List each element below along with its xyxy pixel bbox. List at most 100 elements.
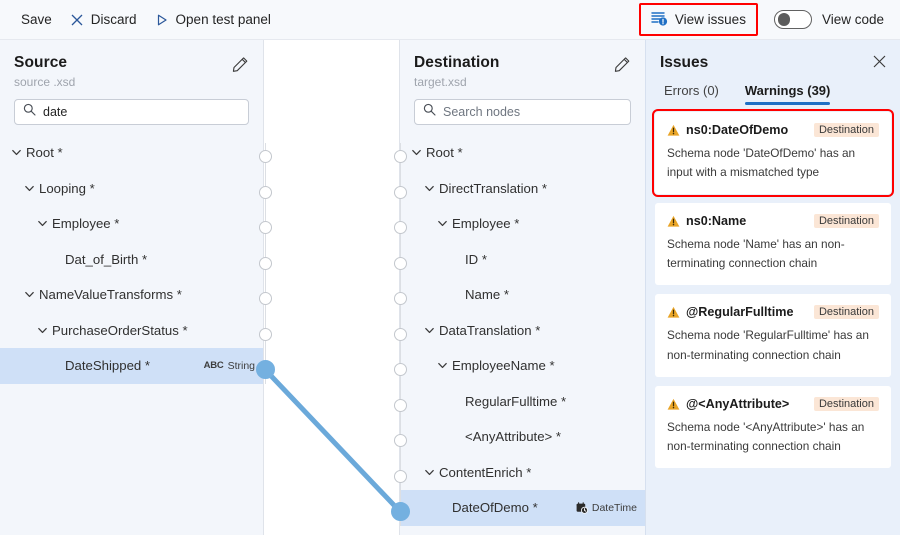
destination-title: Destination bbox=[414, 54, 500, 71]
source-node-row[interactable]: Dat_of_Birth * bbox=[0, 242, 263, 278]
view-issues-button[interactable]: View issues bbox=[647, 8, 750, 31]
warning-triangle-icon bbox=[667, 214, 680, 228]
destination-connector-handle[interactable] bbox=[393, 327, 407, 341]
issue-description: Schema node '<AnyAttribute>' has an non-… bbox=[667, 419, 865, 453]
destination-node-row[interactable]: EmployeeName * bbox=[400, 348, 645, 384]
source-connector-handle[interactable] bbox=[258, 327, 272, 341]
source-connector-handle[interactable] bbox=[255, 360, 275, 379]
destination-connector-handle[interactable] bbox=[393, 150, 407, 163]
destination-subtitle: target.xsd bbox=[414, 75, 467, 89]
chevron-down-icon[interactable] bbox=[436, 217, 449, 230]
destination-node-row[interactable]: <AnyAttribute> * bbox=[400, 419, 645, 455]
destination-panel: Destination target.xsd Root *DirectTrans… bbox=[399, 40, 645, 535]
issue-description: Schema node 'Name' has an non-terminatin… bbox=[667, 237, 845, 271]
issue-description: Schema node 'DateOfDemo' has an input wi… bbox=[667, 146, 856, 180]
destination-connector-handle[interactable] bbox=[393, 256, 407, 270]
destination-connector-handle[interactable] bbox=[393, 185, 407, 199]
warning-triangle-icon bbox=[667, 123, 680, 137]
destination-node-row[interactable]: Name * bbox=[400, 277, 645, 313]
destination-connector-handle[interactable] bbox=[393, 434, 407, 447]
source-node-label: DateShipped * bbox=[65, 358, 151, 374]
destination-node-row[interactable]: ID * bbox=[400, 242, 645, 278]
source-connector-handle[interactable] bbox=[258, 221, 272, 234]
destination-node-row[interactable]: ContentEnrich * bbox=[400, 455, 645, 491]
destination-node-row[interactable]: DirectTranslation * bbox=[400, 171, 645, 207]
destination-node-type-label: DateTime bbox=[591, 501, 637, 514]
issues-tab[interactable]: Warnings (39) bbox=[744, 83, 831, 105]
close-icon[interactable] bbox=[872, 54, 887, 74]
save-button[interactable]: Save bbox=[12, 6, 61, 34]
chevron-down-icon[interactable] bbox=[423, 182, 436, 195]
destination-connector-handle[interactable] bbox=[390, 502, 410, 521]
destination-edit-pencil-icon[interactable] bbox=[614, 56, 631, 78]
destination-search-box[interactable] bbox=[414, 99, 631, 125]
destination-node-row[interactable]: Root * bbox=[400, 135, 645, 171]
view-issues-label: View issues bbox=[674, 12, 746, 27]
chevron-down-icon[interactable] bbox=[10, 146, 23, 159]
issue-description: Schema node 'RegularFulltime' has an non… bbox=[667, 328, 869, 362]
warning-triangle-icon bbox=[667, 397, 680, 411]
chevron-down-icon[interactable] bbox=[23, 288, 36, 301]
destination-connector-handle[interactable] bbox=[393, 363, 407, 376]
issue-node-name: @<AnyAttribute> bbox=[686, 396, 790, 411]
chevron-down-icon[interactable] bbox=[423, 324, 436, 337]
save-label: Save bbox=[21, 12, 52, 27]
destination-node-label: <AnyAttribute> * bbox=[465, 429, 562, 445]
source-edit-pencil-icon[interactable] bbox=[232, 56, 249, 78]
source-connector-handle[interactable] bbox=[258, 292, 272, 305]
source-node-row[interactable]: NameValueTransforms * bbox=[0, 277, 263, 313]
chevron-down-icon[interactable] bbox=[23, 182, 36, 195]
destination-node-label: Employee * bbox=[452, 216, 520, 232]
destination-node-row[interactable]: DataTranslation * bbox=[400, 313, 645, 349]
open-test-panel-button[interactable]: Open test panel bbox=[146, 6, 280, 34]
mapping-canvas[interactable] bbox=[264, 40, 399, 535]
play-triangle-icon bbox=[155, 13, 169, 27]
destination-connector-handle[interactable] bbox=[393, 469, 407, 483]
destination-search-input[interactable] bbox=[443, 105, 622, 119]
issues-tab-bar: Errors (0) Warnings (39) bbox=[646, 83, 900, 105]
view-issues-highlight-box: View issues bbox=[638, 3, 758, 36]
source-node-row[interactable]: Root * bbox=[0, 135, 263, 171]
source-panel-header: Source source .xsd bbox=[0, 40, 263, 89]
chevron-down-icon[interactable] bbox=[36, 324, 49, 337]
chevron-down-icon[interactable] bbox=[423, 466, 436, 479]
source-node-label: Root * bbox=[26, 145, 63, 161]
source-connector-handle[interactable] bbox=[258, 256, 272, 270]
chevron-down-icon[interactable] bbox=[36, 217, 49, 230]
discard-button[interactable]: Discard bbox=[61, 6, 146, 34]
destination-node-row[interactable]: Employee * bbox=[400, 206, 645, 242]
destination-node-label: RegularFulltime * bbox=[465, 393, 567, 409]
destination-connector-handle[interactable] bbox=[393, 292, 407, 305]
toggle-knob bbox=[777, 13, 791, 26]
source-node-row[interactable]: Employee * bbox=[0, 206, 263, 242]
view-code-toggle[interactable] bbox=[773, 10, 812, 29]
source-search-input[interactable] bbox=[43, 105, 240, 119]
source-search-box[interactable] bbox=[14, 99, 249, 125]
destination-node-row[interactable]: RegularFulltime * bbox=[400, 384, 645, 420]
destination-node-row[interactable]: DateOfDemo * DateTime bbox=[400, 490, 645, 526]
issues-tab[interactable]: Errors (0) bbox=[664, 83, 719, 98]
source-panel: Source source .xsd Root * Looping * Employ… bbox=[0, 40, 264, 535]
source-node-row[interactable]: Looping * bbox=[0, 171, 263, 207]
destination-connector-handle[interactable] bbox=[393, 398, 407, 412]
source-subtitle: source .xsd bbox=[14, 75, 76, 89]
source-node-row[interactable]: PurchaseOrderStatus * bbox=[0, 313, 263, 349]
source-node-label: PurchaseOrderStatus * bbox=[52, 322, 188, 338]
close-x-icon bbox=[70, 13, 84, 27]
source-node-label: Employee * bbox=[52, 216, 120, 232]
destination-node-type-badge: DateTime bbox=[576, 502, 637, 514]
chevron-down-icon[interactable] bbox=[436, 359, 449, 372]
destination-node-label: DateOfDemo * bbox=[452, 500, 538, 516]
source-node-label: Dat_of_Birth * bbox=[65, 251, 148, 267]
chevron-down-icon[interactable] bbox=[410, 146, 423, 159]
destination-connector-handle[interactable] bbox=[393, 221, 407, 234]
source-connector-handle[interactable] bbox=[258, 150, 272, 163]
source-connector-handle[interactable] bbox=[258, 185, 272, 199]
